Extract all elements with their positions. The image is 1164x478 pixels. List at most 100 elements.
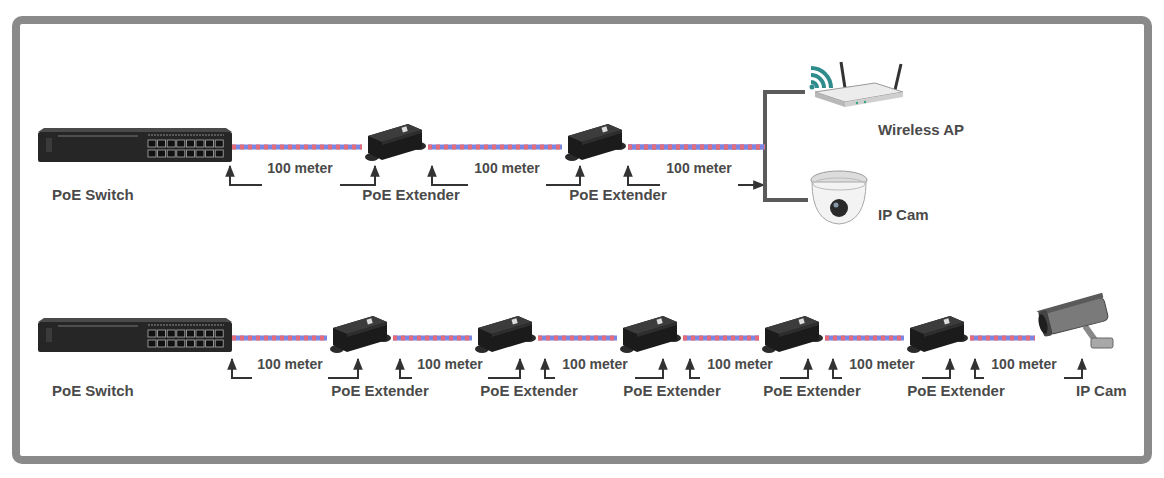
switch-port	[186, 340, 194, 347]
camera-lens	[1037, 313, 1050, 334]
ap-antenna	[841, 62, 845, 88]
ap-led	[856, 102, 858, 104]
ap-antenna	[895, 64, 901, 90]
switch-print	[58, 136, 138, 137]
device-label: PoE Switch	[52, 382, 134, 400]
cable-braid	[683, 336, 759, 341]
wifi-arc	[811, 68, 831, 88]
device-label: PoE Switch	[52, 186, 134, 204]
switch-port	[177, 140, 185, 147]
dimension-arrow	[230, 166, 262, 185]
device-label: PoE Extender	[331, 382, 429, 400]
cable-braid	[393, 336, 472, 341]
switch-port	[206, 150, 214, 157]
dimension-arrow	[833, 359, 842, 378]
cable-group	[970, 338, 1035, 339]
cable-braid	[232, 145, 362, 150]
dimension-arrow	[545, 359, 555, 378]
extender-body	[368, 124, 422, 160]
camera-housing	[1035, 293, 1109, 338]
switch-port	[148, 150, 156, 157]
cable-group	[825, 338, 904, 339]
wireless-ap-illustration	[805, 62, 905, 112]
dimension-arrow	[780, 359, 808, 378]
bullet-camera: IP Cam	[1035, 296, 1115, 352]
dimension-arrow	[328, 359, 358, 378]
cable-group	[683, 338, 759, 339]
switch-port	[196, 340, 204, 347]
ap-front	[845, 92, 903, 107]
ethernet-cable	[538, 336, 617, 341]
cable-group	[538, 338, 617, 339]
dimension-arrow	[635, 359, 663, 378]
switch-port	[158, 140, 166, 147]
cable-braid-base	[393, 336, 472, 341]
dimension-arrow	[546, 166, 580, 185]
extender-logo	[367, 318, 373, 324]
extender-body	[623, 316, 677, 352]
switch-print	[148, 135, 224, 136]
cable-group	[393, 338, 472, 339]
switch-port	[167, 150, 175, 157]
poe-extender: PoE Extender	[472, 312, 538, 356]
switch-port	[206, 340, 214, 347]
dome-camera-illustration	[808, 170, 870, 228]
device-label: Wireless AP	[878, 121, 964, 139]
cable-braid	[232, 336, 327, 341]
switch-port	[196, 140, 204, 147]
poe-extender-illustration	[327, 312, 393, 356]
device-label: IP Cam	[1076, 382, 1127, 400]
ethernet-cable	[683, 336, 759, 341]
dimension-arrow	[690, 359, 700, 378]
cable-braid-base	[825, 336, 904, 341]
switch-port	[206, 330, 214, 337]
cable-braid-base	[428, 145, 562, 150]
switch-port	[167, 340, 175, 347]
poe-switch: PoE Switch	[38, 318, 232, 352]
ap-side	[815, 92, 845, 107]
cable-braid	[970, 336, 1035, 341]
extender-front	[382, 130, 422, 145]
cable-group	[428, 147, 562, 148]
ap-led	[864, 101, 866, 103]
distance-label: 100 meter	[417, 356, 482, 372]
dimension-arrow	[738, 184, 764, 186]
dimension-arrow	[1064, 359, 1082, 378]
switch-port	[177, 330, 185, 337]
cable-braid	[538, 336, 617, 341]
extender-logo	[657, 318, 663, 324]
dimension-arrow	[922, 359, 950, 378]
extender-body	[478, 316, 532, 352]
switch-port	[177, 150, 185, 157]
switch-port	[167, 330, 175, 337]
poe-extender-illustration	[617, 312, 683, 356]
switch-detail	[46, 328, 52, 342]
extender-front	[779, 322, 819, 337]
switch-port	[196, 150, 204, 157]
switch-port	[196, 330, 204, 337]
dome-lens	[830, 199, 848, 217]
switch-port	[177, 340, 185, 347]
poe-switch-illustration	[38, 318, 232, 352]
dimension-arrow	[488, 359, 520, 378]
poe-switch-illustration	[38, 128, 232, 162]
poe-extender: PoE Extender	[327, 312, 393, 356]
switch-port	[158, 340, 166, 347]
split-cable	[628, 92, 805, 147]
cable-braid-base	[628, 145, 765, 150]
cable-braid-base	[232, 336, 327, 341]
poe-extender: PoE Extender	[759, 312, 825, 356]
distance-label: 100 meter	[707, 356, 772, 372]
ethernet-cable	[393, 336, 472, 341]
distance-label: 100 meter	[666, 160, 731, 176]
distance-label: 100 meter	[991, 356, 1056, 372]
switch-print	[148, 325, 224, 326]
extender-front	[492, 322, 532, 337]
extender-body	[910, 316, 964, 352]
extender-logo	[944, 318, 950, 324]
poe-extender: PoE Extender	[562, 120, 628, 164]
cable-group	[232, 147, 362, 148]
